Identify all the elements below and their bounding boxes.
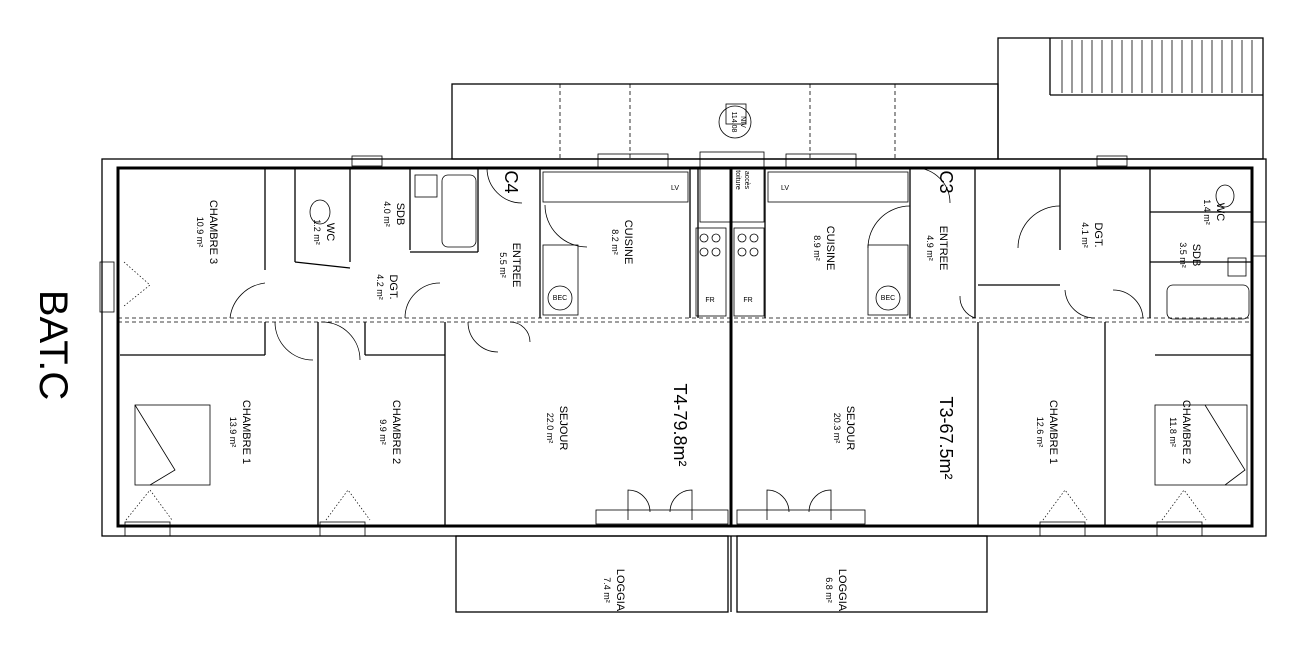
roof-access-line2: toiture [734, 170, 741, 190]
room-area-t4-sejour: 22.0 m² [545, 413, 555, 444]
room-name-t4-sejour: SEJOUR [557, 406, 569, 451]
room-name-t4-chambre2: CHAMBRE 2 [390, 400, 402, 464]
room-area-t3-loggia: 6.8 m² [824, 577, 834, 603]
room-area-t3-entree: 4.9 m² [925, 235, 935, 261]
fr-label: FR [743, 297, 752, 304]
room-name-t4-sdb: SDB [394, 203, 406, 226]
room-area-t3-wc: 1.4 m² [1202, 199, 1212, 225]
room-area-t4-chambre2: 9.9 m² [378, 419, 388, 445]
lv-label: LV [781, 185, 789, 192]
room-area-t3-sejour: 20.3 m² [832, 413, 842, 444]
apartment-code-t3: T3-67.5m² [936, 396, 956, 479]
room-name-t4-chambre1: CHAMBRE 1 [240, 400, 252, 464]
roof-access-line1: accès [743, 171, 750, 190]
apartment-code-t4: T4-79.8m² [670, 383, 690, 466]
room-name-t3-chambre1: CHAMBRE 1 [1047, 400, 1059, 464]
outer-walls [101, 37, 1267, 613]
room-area-t3-sdb: 3.5 m² [1178, 242, 1188, 268]
doors [123, 167, 1207, 521]
windows [99, 153, 1267, 537]
room-name-t3-chambre2: CHAMBRE 2 [1180, 400, 1192, 464]
room-name-t3-wc: WC [1214, 203, 1226, 221]
bec-label: BEC [553, 295, 567, 302]
room-area-t4-chambre3: 10.9 m² [195, 217, 205, 248]
room-name-t3-cuisine: CUISINE [824, 226, 836, 271]
room-area-t4-loggia: 7.4 m² [602, 577, 612, 603]
entry-code-c3: C3 [936, 170, 956, 193]
staircase [1061, 40, 1253, 93]
fr-label: FR [705, 297, 714, 304]
level-marker: NIV 114.08 [718, 105, 752, 139]
room-area-t4-sdb: 4.0 m² [382, 201, 392, 227]
fixtures [134, 103, 1250, 486]
room-name-t3-loggia: LOGGIA [836, 569, 848, 612]
room-name-t3-sdb: SDB [1190, 244, 1202, 267]
bec-label: BEC [881, 295, 895, 302]
level-marker-label: NIV [739, 116, 746, 128]
room-area-t3-cuisine: 8.9 m² [812, 235, 822, 261]
entry-code-c4: C4 [501, 170, 521, 193]
room-area-t3-chambre2: 11.8 m² [1168, 417, 1178, 447]
room-area-t4-dgt: 4.2 m² [375, 274, 385, 300]
room-area-t4-entree: 5.5 m² [498, 252, 508, 278]
room-name-t4-dgt: DGT. [387, 274, 399, 299]
room-name-t4-chambre3: CHAMBRE 3 [207, 200, 219, 264]
interior-walls [120, 168, 1252, 526]
room-name-t4-wc: WC [324, 223, 336, 241]
room-name-t4-entree: ENTREE [510, 243, 522, 288]
level-marker-value: 114.08 [730, 112, 737, 133]
room-area-t3-dgt: 4.1 m² [1080, 222, 1090, 248]
room-name-t4-loggia: LOGGIA [614, 569, 626, 612]
room-area-t4-chambre1: 13.9 m² [228, 417, 238, 448]
lv-label: LV [671, 185, 679, 192]
room-area-t4-cuisine: 8.2 m² [610, 229, 620, 255]
room-name-t4-cuisine: CUISINE [622, 220, 634, 265]
building-label: BAT.C [31, 290, 75, 400]
room-name-t3-sejour: SEJOUR [844, 406, 856, 451]
room-name-t3-entree: ENTREE [937, 226, 949, 271]
room-name-t3-dgt: DGT. [1092, 222, 1104, 247]
room-area-t3-chambre1: 12.6 m² [1035, 417, 1045, 448]
room-area-t4-wc: 1.2 m² [312, 219, 322, 245]
